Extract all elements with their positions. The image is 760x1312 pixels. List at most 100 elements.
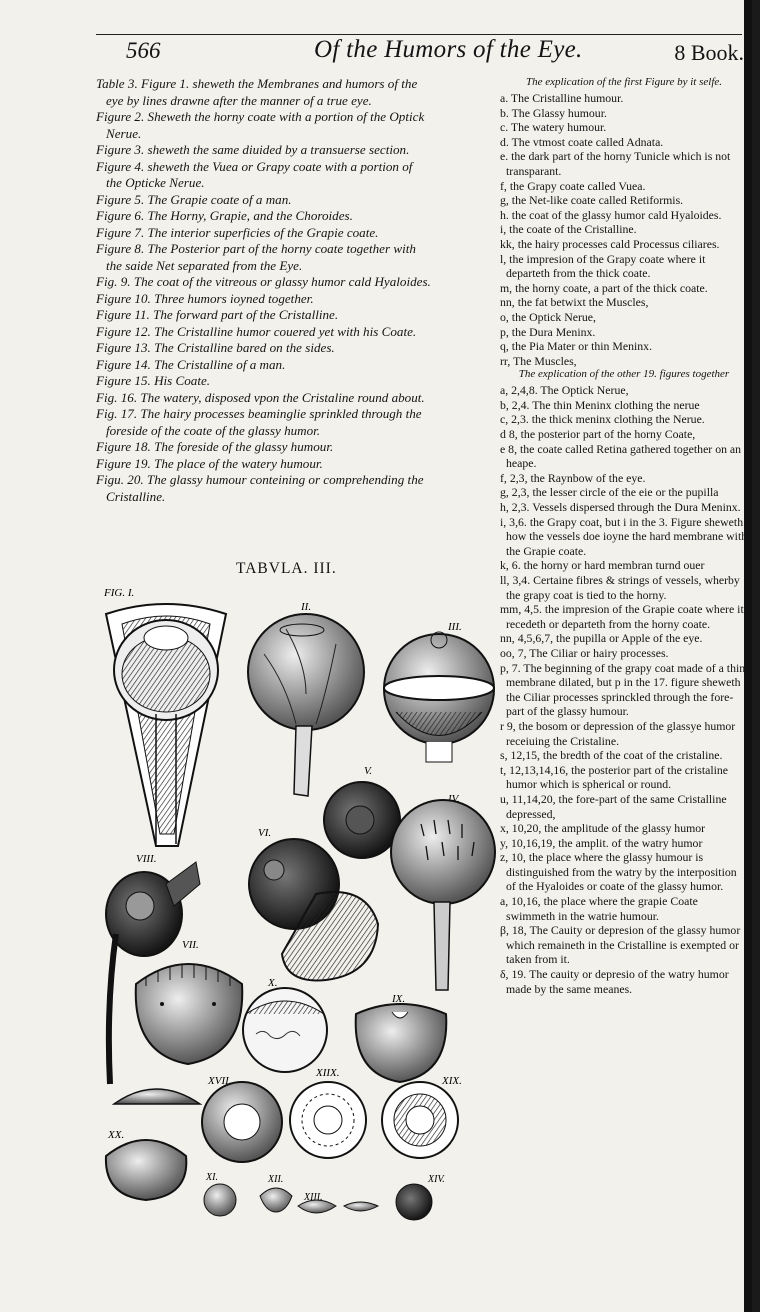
- explication-item: rr, The Muscles,: [500, 353, 577, 368]
- explication-item: d. The vtmost coate called Adnata.: [500, 134, 664, 149]
- fig19-label: XIX.: [441, 1075, 462, 1087]
- caption-line: Fig. 16. The watery, disposed vpon the C…: [96, 389, 425, 405]
- figure-caption: Figure 15. His Coate.: [96, 373, 496, 390]
- caption-line: Figure 10. Three humors ioyned together.: [96, 290, 314, 306]
- fig14-label: XIV.: [427, 1174, 445, 1185]
- figure-caption: Table 3. Figure 1. sheweth the Membranes…: [96, 76, 496, 109]
- explication-item: s, 12,15, the bredth of the coat of the …: [500, 748, 723, 763]
- explication-item: mm, 4,5. the impresion of the Grapie coa…: [500, 602, 744, 631]
- figure-caption: Figure 2. Sheweth the horny coate with a…: [96, 109, 496, 142]
- figure-8-posterior-horny-coat: VIII.: [105, 853, 201, 1085]
- explication-item: ll, 3,4. Certaine fibres & strings of ve…: [500, 573, 740, 602]
- explication-item: l, the impresion of the Grapy coate wher…: [500, 251, 706, 281]
- figure-20-glassy-conteining: XX.: [104, 1129, 188, 1202]
- caption-line: Figure 14. The Cristalline of a man.: [96, 356, 286, 372]
- explication-item: b, 2,4. The thin Meninx clothing the ner…: [500, 397, 700, 412]
- fig8-label: VIII.: [136, 853, 156, 865]
- caption-line: Figure 2. Sheweth the horny coate with a…: [96, 109, 425, 124]
- caption-line: Fig. 9. The coat of the vitreous or glas…: [96, 274, 431, 289]
- caption-line: Figure 6. The Horny, Grapie, and the Cho…: [96, 208, 353, 223]
- caption-continuation: the Opticke Nerue.: [106, 175, 205, 190]
- figure-caption: Figure 18. The foreside of the glassy hu…: [96, 439, 496, 456]
- fig10-label: X.: [267, 977, 277, 989]
- caption-line: Figure 15. His Coate.: [96, 373, 211, 388]
- explication-item: β, 18, The Cauity or depresion of the gl…: [500, 923, 741, 967]
- explication-item: a. The Cristalline humour.: [500, 91, 624, 105]
- caption-line: Figure 7. The interior superficies of th…: [96, 224, 379, 240]
- header-rule: [96, 34, 742, 35]
- caption-line: Figure 19. The place of the watery humou…: [96, 455, 323, 471]
- explication-item: a, 10,16, the place where the grapie Coa…: [500, 894, 698, 923]
- explication-column: The explication of the first Figure by i…: [500, 76, 748, 996]
- figure-18-glassy-fore: XIIX.: [289, 1067, 367, 1159]
- figure-11-cristalline-fore: [111, 1088, 203, 1105]
- explication-item: c. The watery humour.: [500, 120, 607, 135]
- figure-caption: Figure 13. The Cristalline bared on the …: [96, 340, 496, 357]
- figure-19-watery-place: XIX.: [381, 1075, 462, 1159]
- figure-7-interior-grapie: VII.: [134, 939, 244, 1066]
- figure-3-transverse-section: III.: [383, 621, 495, 763]
- running-head: Of the Humors of the Eye.: [314, 36, 583, 63]
- explication-item: oo, 7, The Ciliar or hairy processes.: [500, 645, 669, 660]
- caption-line: Figure 4. sheweth the Vuea or Grapy coat…: [96, 158, 413, 174]
- explication-item: p, 7. The beginning of the grapy coat ma…: [500, 660, 746, 719]
- fig11-label: XI.: [205, 1172, 218, 1183]
- anatomical-plate: FIG. I. II. III.: [96, 584, 496, 1224]
- caption-continuation: eye by lines drawne after the manner of …: [106, 92, 372, 108]
- explication-item: u, 11,14,20, the fore-part of the same C…: [500, 791, 727, 821]
- explication-other-heading: The explication of the other 19. figures…: [518, 368, 730, 381]
- explication-item: f, 2,3, the Raynbow of the eye.: [500, 470, 646, 485]
- figure-caption: Figure 11. The forward part of the Crist…: [96, 307, 496, 324]
- explication-item: c, 2,3. the thick meninx clothing the Ne…: [500, 412, 705, 427]
- explication-item: f, the Grapy coate called Vuea.: [500, 178, 646, 193]
- caption-continuation: foreside of the coate of the glassy humo…: [106, 422, 321, 438]
- fig5-label: V.: [364, 765, 372, 777]
- page-header: 566 Of the Humors of the Eye. 8 Book.: [96, 34, 744, 70]
- explication-item: t, 12,13,14,16, the posterior part of th…: [500, 762, 729, 792]
- explication-item: h. the coat of the glassy humor cald Hya…: [500, 207, 722, 222]
- book-number: 8 Book.: [674, 40, 744, 65]
- explication-item: m, the horny coate, a part of the thick …: [500, 280, 708, 295]
- fig2-label: II.: [300, 601, 311, 613]
- explication-item: k, 6. the horny or hard membran turnd ou…: [500, 558, 705, 573]
- explication-item: z, 10, the place where the glassy humour…: [500, 850, 737, 894]
- explication-item: δ, 19. The cauity or depresio of the wat…: [500, 967, 729, 996]
- explication-item: o, the Optick Nerue,: [500, 309, 596, 324]
- figure-caption: Figure 5. The Grapie coate of a man.: [96, 192, 496, 209]
- caption-line: Figure 8. The Posterior part of the horn…: [96, 241, 416, 256]
- figure-5-grapy-coat: V.: [323, 765, 401, 859]
- fig20-label: XX.: [107, 1129, 124, 1141]
- figure-caption: Fig. 17. The hairy processes beaminglie …: [96, 406, 496, 439]
- explication-item: x, 10,20, the amplitude of the glassy hu…: [500, 821, 706, 836]
- fig13-label: XIII.: [303, 1192, 323, 1203]
- table-of-figures: Table 3. Figure 1. sheweth the Membranes…: [96, 76, 496, 505]
- explication-first-list: a. The Cristalline humour.b. The Glassy …: [500, 91, 748, 368]
- explication-item: e 8, the coate called Retina gathered to…: [500, 441, 742, 471]
- fig17-label: XVII.: [207, 1075, 232, 1087]
- explication-item: b. The Glassy humour.: [500, 105, 607, 120]
- caption-line: Figure 5. The Grapie coate of a man.: [96, 191, 292, 207]
- explication-item: p, the Dura Meninx.: [500, 324, 596, 339]
- caption-continuation: Nerue.: [106, 125, 142, 141]
- figure-caption: Figu. 20. The glassy humour conteining o…: [96, 472, 496, 505]
- caption-continuation: Cristalline.: [106, 488, 166, 504]
- figure-2-horny-coat: II.: [247, 601, 365, 797]
- caption-line: Figu. 20. The glassy humour conteining o…: [96, 472, 424, 487]
- fig18-label: XIIX.: [315, 1067, 340, 1079]
- explication-item: e. the dark part of the horny Tunicle wh…: [500, 149, 731, 178]
- figure-caption: Figure 12. The Cristalline humor couered…: [96, 324, 496, 341]
- figure-1-eye-section: FIG. I.: [103, 587, 228, 847]
- explication-item: nn, 4,5,6,7, the pupilla or Apple of the…: [500, 631, 703, 646]
- figure-17-ciliar: XVII.: [201, 1075, 283, 1163]
- explication-first-heading: The explication of the first Figure by i…: [525, 76, 723, 88]
- caption-line: Figure 13. The Cristalline bared on the …: [96, 340, 335, 355]
- fig7-label: VII.: [182, 939, 199, 951]
- figure-caption: Fig. 9. The coat of the vitreous or glas…: [96, 274, 496, 291]
- fig9-label: IX.: [391, 993, 405, 1005]
- figure-caption: Figure 4. sheweth the Vuea or Grapy coat…: [96, 159, 496, 192]
- fig6-label: VI.: [258, 827, 271, 839]
- figure-10-three-humors: X.: [242, 977, 328, 1073]
- explication-item: y, 10,16,19, the amplit. of the watry hu…: [500, 835, 703, 850]
- figure-caption: Figure 7. The interior superficies of th…: [96, 225, 496, 242]
